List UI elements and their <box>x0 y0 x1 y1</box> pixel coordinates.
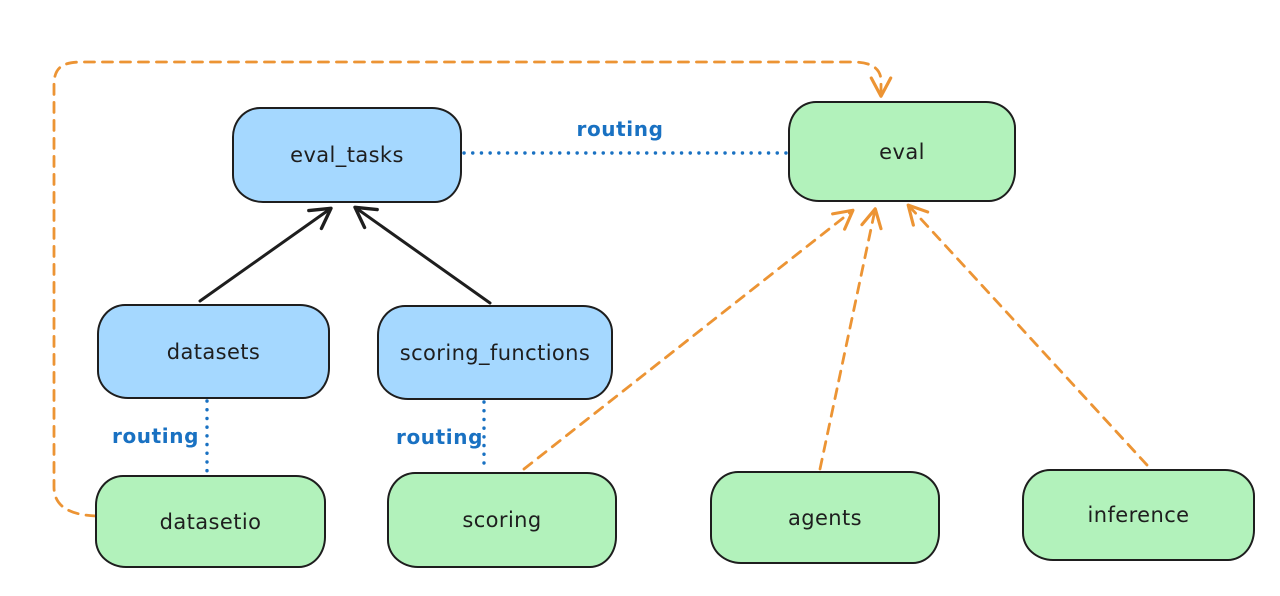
node-datasets-label: datasets <box>166 339 261 364</box>
edge-inference-to-eval <box>906 203 1149 467</box>
routing-label-eval-tasks-eval: routing <box>576 117 664 141</box>
node-eval: eval <box>788 101 1016 202</box>
edge-scoring-to-eval <box>522 208 855 471</box>
node-scoring-functions: scoring_functions <box>377 305 613 400</box>
edge-datasets-to-eval-tasks <box>198 206 333 303</box>
node-scoring-functions-label: scoring_functions <box>399 340 591 365</box>
node-eval-tasks: eval_tasks <box>232 107 462 203</box>
node-scoring-label: scoring <box>462 508 542 532</box>
node-inference-label: inference <box>1087 503 1190 527</box>
routing-label-datasets-datasetio: routing <box>112 424 200 448</box>
edge-datasetio-to-eval-loop <box>52 60 893 518</box>
node-eval-tasks-label: eval_tasks <box>290 143 404 167</box>
node-agents: agents <box>710 471 940 564</box>
node-eval-label: eval <box>879 139 925 164</box>
node-datasetio-label: datasetio <box>159 509 262 534</box>
node-datasets: datasets <box>97 304 330 399</box>
node-scoring: scoring <box>387 472 617 568</box>
edge-agents-to-eval <box>818 207 883 471</box>
node-agents-label: agents <box>787 505 862 530</box>
routing-label-scoring-functions-scoring: routing <box>396 425 484 449</box>
edge-scoring-functions-to-eval-tasks <box>353 205 492 305</box>
node-datasetio: datasetio <box>95 475 326 568</box>
node-inference: inference <box>1022 469 1255 561</box>
